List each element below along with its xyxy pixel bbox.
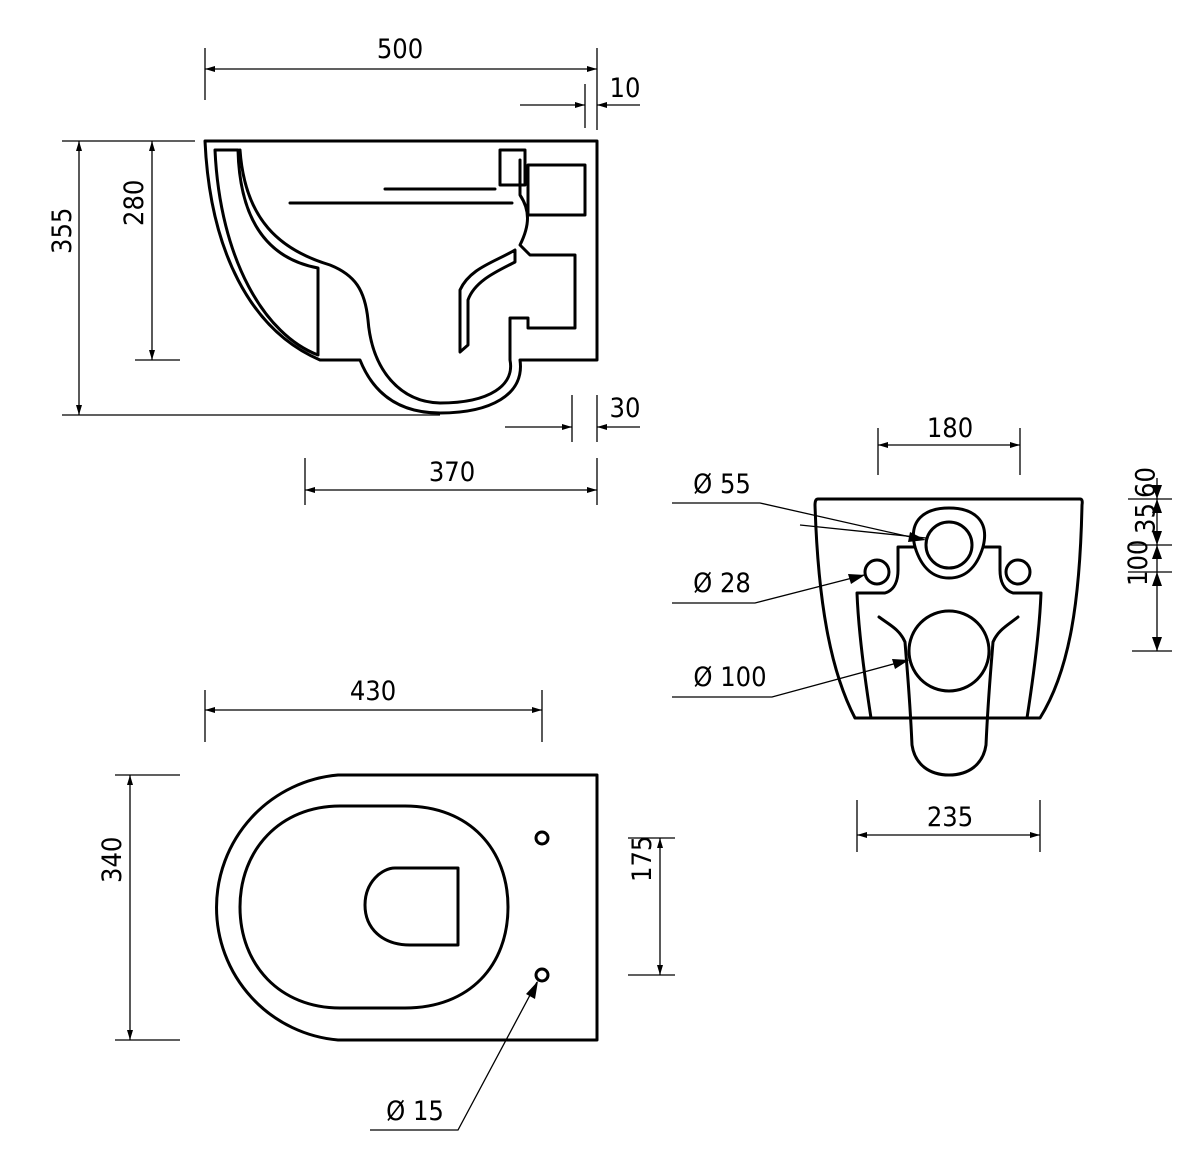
label-dia-100: Ø 100 [693, 662, 766, 693]
side-rim-lines [288, 187, 514, 205]
side-trap [458, 248, 517, 354]
dim-340: 340 [97, 837, 128, 883]
top-bowl-opening [363, 866, 460, 947]
top-outline [215, 773, 599, 1042]
side-inner-left [213, 148, 320, 357]
side-view: 500 10 355 280 30 370 [47, 34, 641, 505]
dim-10: 10 [610, 73, 641, 104]
label-dia-28: Ø 28 [693, 568, 751, 599]
dim-280: 280 [119, 180, 150, 226]
dim-370: 370 [429, 457, 475, 488]
dim-235: 235 [927, 802, 973, 833]
bolt-hole-right [1004, 558, 1032, 586]
dim-500: 500 [377, 34, 423, 65]
outlet-hole-55 [924, 520, 974, 570]
dim-180: 180 [927, 413, 973, 444]
back-outline [813, 497, 1084, 720]
back-view: 180 Ø 55 Ø 28 Ø 100 60 35 100 235 [672, 413, 1172, 852]
fixing-hole-top [534, 830, 550, 846]
label-dia-15: Ø 15 [386, 1096, 444, 1127]
dim-175: 175 [627, 836, 658, 882]
label-dia-55: Ø 55 [693, 469, 751, 500]
dim-100: 100 [1123, 540, 1154, 586]
dim-430: 430 [350, 676, 396, 707]
dim-355: 355 [47, 208, 78, 254]
waste-hole-100 [907, 609, 991, 693]
dim-30: 30 [610, 393, 641, 424]
back-outlet-surround [912, 506, 986, 549]
back-spigot [877, 615, 1020, 777]
top-view: 430 340 175 Ø 15 [97, 676, 675, 1131]
side-inlet [498, 148, 587, 217]
dim-35: 35 [1131, 503, 1162, 534]
bolt-hole-left [863, 558, 891, 586]
side-outline [203, 139, 599, 415]
fixing-hole-bottom [534, 967, 550, 983]
top-bowl-rim [238, 804, 510, 1010]
back-inner [855, 545, 1043, 720]
side-inner-bowl [238, 148, 577, 405]
dim-60: 60 [1131, 467, 1162, 498]
